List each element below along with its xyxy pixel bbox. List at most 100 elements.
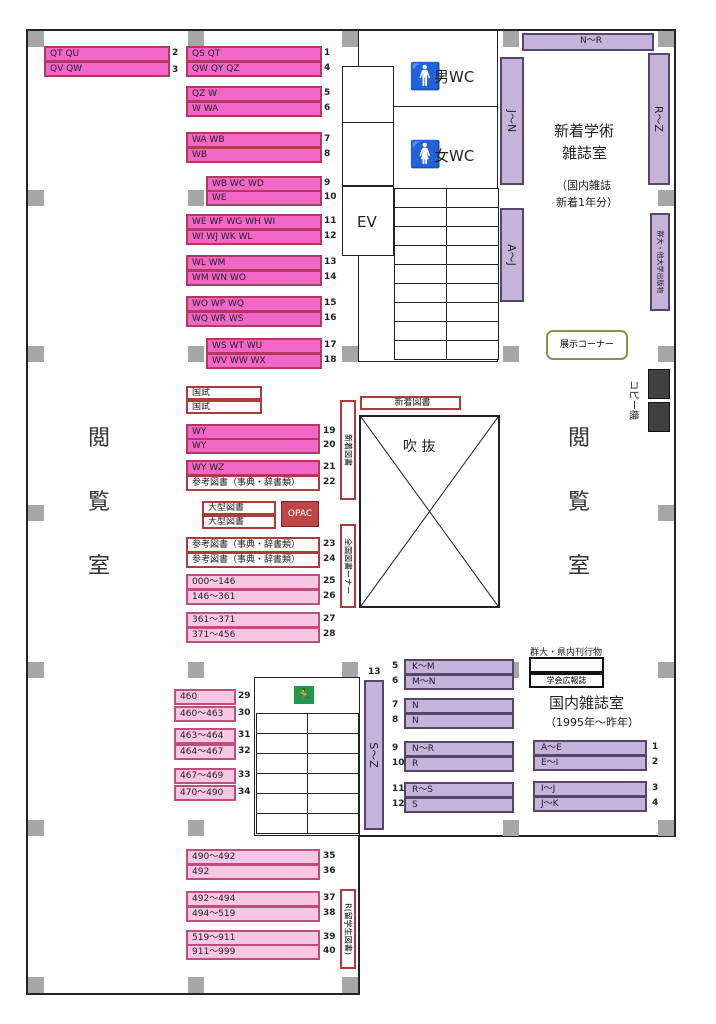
pillar: [503, 31, 519, 47]
shelf[interactable]: WS WT WU: [206, 338, 322, 354]
shelf[interactable]: WA WB: [186, 132, 322, 148]
opac-terminal[interactable]: OPAC: [281, 501, 319, 527]
shelf[interactable]: 参考図書（事典・辞書類）: [186, 537, 320, 553]
mag-top[interactable]: N〜R: [522, 33, 654, 51]
pillar: [342, 31, 358, 47]
shelf[interactable]: 492〜494: [186, 891, 320, 907]
shelf[interactable]: WI WJ WK WL: [186, 229, 322, 245]
mag-rz[interactable]: R〜Z: [648, 53, 670, 185]
mag-number: 7: [392, 700, 399, 710]
ryugaku-label: R(留学生図書): [343, 903, 353, 955]
stair-step: [307, 813, 359, 834]
shelf[interactable]: WM WN WO: [186, 270, 322, 286]
shelf[interactable]: 470〜490: [174, 785, 236, 801]
shelf[interactable]: M〜N: [404, 674, 514, 690]
shelf[interactable]: WL WM: [186, 255, 322, 271]
shelf[interactable]: WY WZ: [186, 460, 320, 476]
kokushi-shelf[interactable]: 国試: [186, 400, 262, 414]
mag-label: S〜Z: [367, 742, 380, 768]
shelf-number: 13: [324, 257, 337, 267]
copier-1[interactable]: [648, 369, 670, 399]
new-books-shelf[interactable]: 新着図書: [360, 396, 461, 410]
shelf[interactable]: 参考図書（事典・辞書類）: [186, 552, 320, 568]
copier-label-box: コピー機: [626, 372, 644, 428]
shelf[interactable]: 463〜464: [174, 728, 236, 744]
shelf[interactable]: W WA: [186, 101, 322, 117]
shelf[interactable]: WV WW WX: [206, 353, 322, 369]
exhibit-label: 展示コーナー: [559, 340, 614, 350]
shelf[interactable]: WO WP WQ: [186, 296, 322, 312]
gunma-side-shelf[interactable]: 群大・他大学出版物: [650, 213, 670, 311]
shelf-number: 27: [323, 614, 336, 624]
exhibit-corner[interactable]: 展示コーナー: [546, 330, 628, 360]
shelf-number: 10: [324, 192, 337, 202]
shelf[interactable]: 494〜519: [186, 906, 320, 922]
shelf[interactable]: QS QT: [186, 46, 322, 62]
shelf[interactable]: N: [404, 698, 514, 714]
mag-jn[interactable]: J〜N: [500, 57, 524, 185]
shelf-3[interactable]: QV QW: [44, 61, 170, 77]
large-book-shelf[interactable]: 大型図書: [202, 515, 276, 529]
shelf[interactable]: K〜M: [404, 659, 514, 675]
pillar: [28, 820, 44, 836]
stair-step: [446, 188, 499, 208]
shelf[interactable]: 371〜456: [186, 627, 320, 643]
shelf[interactable]: R〜S: [404, 782, 514, 798]
pillar: [28, 31, 44, 47]
wall-bottom: [26, 993, 360, 995]
reading-room-right-3: 室: [568, 554, 591, 579]
shelf-number: 18: [324, 355, 337, 365]
shelf-label: 492: [192, 867, 210, 877]
pillar: [188, 820, 204, 836]
shelf[interactable]: WY: [186, 438, 320, 454]
wall-bottom-right: [358, 835, 676, 837]
shelf[interactable]: 参考図書（事典・辞書類）: [186, 475, 320, 491]
kokushi-shelf[interactable]: 国試: [186, 386, 262, 400]
shelf[interactable]: 361〜371: [186, 612, 320, 628]
shelf[interactable]: 000〜146: [186, 574, 320, 590]
shelf[interactable]: WE WF WG WH WI: [186, 214, 322, 230]
shelf[interactable]: E〜I: [533, 755, 647, 771]
domestic-title: 国内雑誌室: [549, 694, 625, 712]
large-book-shelf[interactable]: 大型図書: [202, 501, 276, 515]
copier-2[interactable]: [648, 402, 670, 432]
shelf[interactable]: 490〜492: [186, 849, 320, 865]
stair-step: [307, 753, 359, 774]
shelf[interactable]: N: [404, 713, 514, 729]
shelf[interactable]: WE: [206, 190, 322, 206]
shelf-label: 494〜519: [192, 909, 236, 919]
shelf[interactable]: WQ WR WS: [186, 311, 322, 327]
wall-step: [358, 835, 360, 995]
shelf[interactable]: J〜K: [533, 796, 647, 812]
gakkai-shelf[interactable]: 学会広報誌: [529, 673, 604, 688]
gunma-side-label: 群大・他大学出版物: [656, 230, 664, 294]
shelf[interactable]: 467〜469: [174, 768, 236, 784]
shelf[interactable]: I〜J: [533, 781, 647, 797]
reading-room-left-1: 閲: [88, 426, 111, 451]
new-books-side[interactable]: 新着図書: [340, 400, 356, 500]
shelf-number: 22: [323, 477, 336, 487]
shelf-number: 29: [238, 691, 251, 701]
shelf[interactable]: QW QY QZ: [186, 61, 322, 77]
shelf[interactable]: 492: [186, 864, 320, 880]
shelf[interactable]: 911〜999: [186, 944, 320, 960]
shelf[interactable]: R: [404, 756, 514, 772]
gunma-pub-shelf[interactable]: [529, 657, 604, 673]
shelf[interactable]: 464〜467: [174, 744, 236, 760]
stair-step: [394, 264, 447, 284]
shelf[interactable]: A〜E: [533, 740, 647, 756]
shelf-label: WY WZ: [192, 463, 225, 473]
shelf[interactable]: 460: [174, 689, 236, 705]
shelf-2[interactable]: QT QU: [44, 46, 170, 62]
shelf[interactable]: 460〜463: [174, 706, 236, 722]
stair-step: [446, 302, 499, 322]
shelf[interactable]: 146〜361: [186, 589, 320, 605]
zenkoku-shelf[interactable]: 全国図書ーナー: [340, 524, 356, 608]
shelf[interactable]: S: [404, 797, 514, 813]
mag-sz[interactable]: S〜Z: [364, 680, 384, 830]
shelf[interactable]: N〜R: [404, 741, 514, 757]
shelf[interactable]: QZ W: [186, 86, 322, 102]
shelf[interactable]: WB: [186, 147, 322, 163]
mag-aj[interactable]: A〜J: [500, 208, 524, 302]
ryugaku-shelf[interactable]: R(留学生図書): [340, 889, 356, 969]
